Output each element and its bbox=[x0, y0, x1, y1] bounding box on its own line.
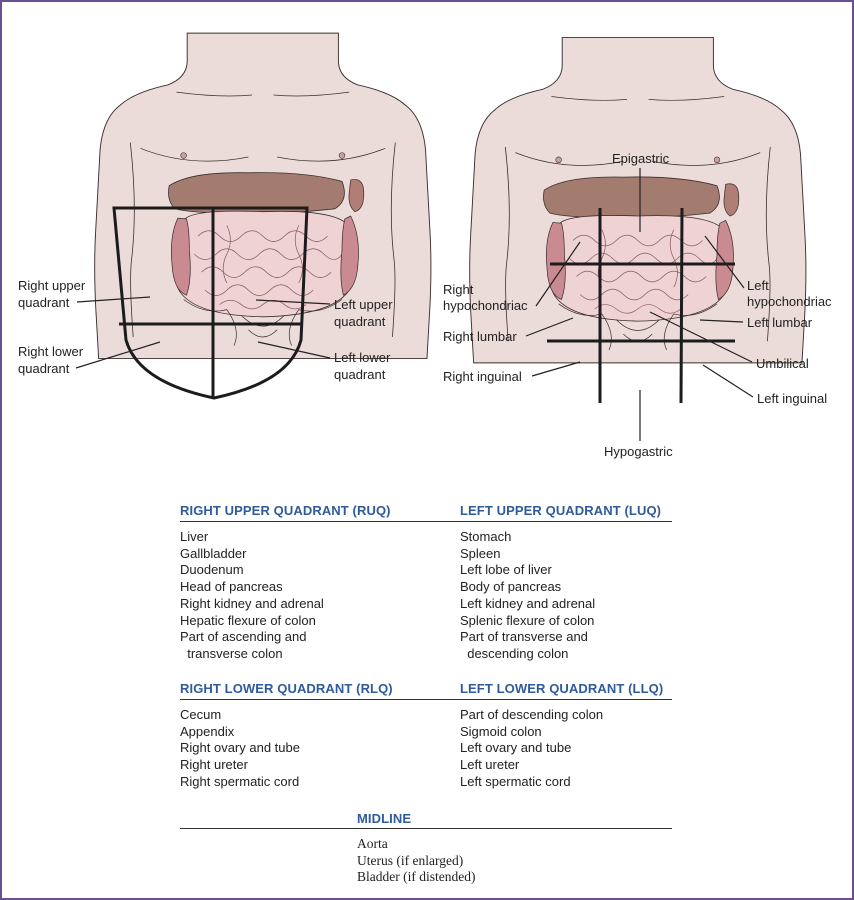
list-item: Uterus (if enlarged) bbox=[357, 852, 464, 868]
list-item: transverse colon bbox=[180, 645, 283, 661]
regions-figure: Epigastric Right hypochondriac Left hypo… bbox=[443, 36, 832, 459]
list-item: Hepatic flexure of colon bbox=[180, 612, 316, 628]
list-item: Left kidney and adrenal bbox=[460, 595, 596, 611]
list-item: Cecum bbox=[180, 707, 222, 722]
abdomen-diagram: Right upper quadrant Left upper quadrant… bbox=[18, 32, 832, 459]
midline-heading: MIDLINE bbox=[357, 811, 412, 826]
list-item: Spleen bbox=[460, 545, 501, 561]
region-line-right bbox=[679, 207, 684, 404]
label-left-upper-quadrant: Left upper quadrant bbox=[334, 297, 396, 329]
label-left-hypochondriac: Left hypochondriac bbox=[747, 278, 832, 309]
list-item: Bladder (if distended) bbox=[357, 869, 476, 885]
llq-heading: LEFT LOWER QUADRANT (LLQ) bbox=[460, 681, 664, 696]
luq-heading: LEFT UPPER QUADRANT (LUQ) bbox=[460, 503, 662, 518]
midline-organ-list: Aorta Uterus (if enlarged) Bladder (if d… bbox=[357, 836, 475, 886]
list-item: Body of pancreas bbox=[460, 579, 562, 595]
list-item: Part of ascending and bbox=[180, 629, 307, 645]
upper-divider bbox=[180, 521, 672, 522]
label-right-lumbar: Right lumbar bbox=[443, 329, 517, 344]
list-item: Right kidney and adrenal bbox=[180, 595, 324, 611]
list-item: Right spermatic cord bbox=[180, 773, 300, 789]
list-item: Liver bbox=[180, 529, 209, 544]
label-left-lower-quadrant: Left lower quadrant bbox=[334, 350, 394, 382]
list-item: Head of pancreas bbox=[180, 579, 283, 595]
llq-organ-list: Part of descending colon Sigmoid colon L… bbox=[460, 707, 603, 791]
midline-divider bbox=[180, 828, 672, 829]
list-item: Duodenum bbox=[180, 562, 244, 578]
list-item: Left ureter bbox=[460, 757, 520, 773]
label-epigastric: Epigastric bbox=[612, 151, 670, 166]
rlq-heading: RIGHT LOWER QUADRANT (RLQ) bbox=[180, 681, 393, 696]
label-right-inguinal: Right inguinal bbox=[443, 369, 522, 384]
list-item: Right ovary and tube bbox=[180, 740, 300, 756]
label-right-lower-quadrant: Right lower quadrant bbox=[18, 344, 87, 376]
label-right-hypochondriac: Right hypochondriac bbox=[443, 282, 528, 313]
ruq-heading: RIGHT UPPER QUADRANT (RUQ) bbox=[180, 503, 391, 518]
list-item: Stomach bbox=[460, 529, 512, 544]
list-item: Appendix bbox=[180, 723, 235, 739]
ruq-organ-list: Liver Gallbladder Duodenum Head of pancr… bbox=[180, 529, 324, 663]
list-item: Part of transverse and bbox=[460, 629, 588, 645]
luq-organ-list: Stomach Spleen Left lobe of liver Body o… bbox=[460, 529, 595, 663]
list-item: Aorta bbox=[357, 836, 388, 851]
list-item: Gallbladder bbox=[180, 545, 247, 561]
label-left-inguinal: Left inguinal bbox=[757, 391, 827, 406]
rlq-organ-list: Cecum Appendix Right ovary and tube Righ… bbox=[180, 707, 300, 791]
label-hypogastric: Hypogastric bbox=[604, 444, 673, 459]
list-item: Left ovary and tube bbox=[460, 740, 572, 756]
label-left-lumbar: Left lumbar bbox=[747, 315, 813, 330]
quadrants-figure: Right upper quadrant Left upper quadrant… bbox=[18, 32, 432, 400]
list-item: Right ureter bbox=[180, 757, 248, 773]
list-item: Left spermatic cord bbox=[460, 773, 571, 789]
lower-divider bbox=[180, 699, 672, 700]
label-right-upper-quadrant: Right upper quadrant bbox=[18, 278, 89, 310]
list-item: Sigmoid colon bbox=[460, 723, 542, 739]
list-item: Part of descending colon bbox=[460, 707, 604, 722]
list-item: descending colon bbox=[460, 645, 569, 661]
list-item: Splenic flexure of colon bbox=[460, 612, 595, 628]
label-umbilical: Umbilical bbox=[756, 356, 809, 371]
list-item: Left lobe of liver bbox=[460, 562, 552, 578]
